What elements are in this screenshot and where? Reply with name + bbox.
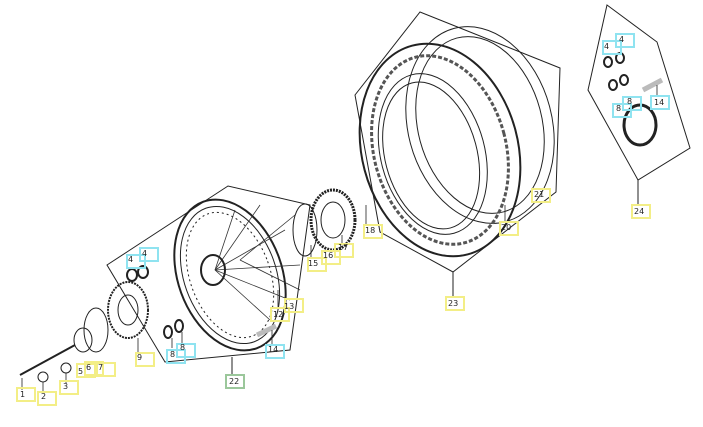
sprocket [309, 188, 357, 252]
callout-number: 17 [338, 243, 349, 252]
callout-box [615, 33, 635, 48]
callout-number: 8 [180, 343, 186, 352]
collar-2 [37, 371, 49, 383]
seal-8d [619, 74, 629, 86]
callout-number: 14 [268, 345, 279, 354]
spacer-14b [641, 77, 664, 93]
callout-number: 9 [137, 353, 143, 362]
callout-number: 8 [616, 104, 622, 113]
leader-lines [21, 85, 658, 392]
callout-number: 23 [448, 299, 459, 308]
callout-box [225, 374, 245, 389]
callout-number: 2 [41, 392, 47, 401]
rim-band [405, 26, 555, 224]
callout-number: 4 [142, 249, 148, 258]
callout-number: 6 [86, 363, 92, 372]
bearing-4a [126, 268, 138, 282]
bearing-4b [137, 265, 149, 279]
callout-number: 8 [627, 97, 633, 106]
callout-box [96, 362, 116, 377]
callout-box [284, 298, 304, 313]
callout-number: 22 [229, 377, 240, 386]
callout-box [16, 387, 36, 402]
callout-box [622, 96, 642, 111]
callout-box [445, 296, 465, 311]
callout-number: 4 [619, 35, 625, 44]
callout-box [650, 95, 670, 110]
sprocket-inner [320, 201, 346, 239]
callout-number: 1 [20, 390, 26, 399]
callout-number: 3 [63, 382, 69, 391]
bearing-4c [603, 56, 613, 68]
callout-box [631, 204, 651, 219]
callout-box [531, 188, 551, 203]
callout-number: 8 [170, 350, 176, 359]
callout-number: 13 [284, 302, 295, 311]
wheel-assembly-outline [106, 185, 311, 363]
tire [358, 42, 522, 258]
hub-assembly-outline [587, 4, 691, 181]
callout-number: 14 [654, 98, 665, 107]
callout-box [265, 344, 285, 359]
callout-box [135, 352, 155, 367]
spacer-14 [255, 323, 278, 338]
callout-number: 20 [501, 223, 512, 232]
tire-assembly-outline [354, 11, 561, 273]
brake-disc [107, 281, 149, 339]
callout-number: 18 [365, 226, 376, 235]
callout-box [59, 380, 79, 395]
seal-8c [608, 79, 618, 91]
callout-box [176, 343, 196, 358]
spoked-wheel [173, 198, 287, 352]
callout-number: 5 [78, 367, 84, 376]
spokes [214, 204, 301, 321]
callout-box [270, 307, 290, 322]
callout-box [84, 361, 104, 376]
callout-box [363, 224, 383, 239]
seal-8b [174, 319, 184, 333]
callout-number: 7 [98, 363, 104, 372]
callout-number: 15 [308, 259, 319, 268]
seal-8a [163, 325, 173, 339]
callout-number: 4 [128, 255, 134, 264]
axle [19, 344, 76, 376]
caliper-bracket [83, 307, 109, 353]
brake-disc-inner [117, 294, 139, 326]
sprocket-carrier [292, 203, 318, 257]
callout-number: 4 [604, 42, 610, 51]
callout-number: 24 [634, 207, 645, 216]
callout-box [76, 363, 96, 378]
callout-number: 21 [534, 190, 545, 199]
callout-number: 12 [273, 310, 284, 319]
callout-box [139, 247, 159, 262]
callout-number: 16 [323, 251, 334, 260]
callout-box [499, 221, 519, 236]
callout-box [37, 391, 57, 406]
wheel-hub [200, 254, 226, 286]
callout-box [334, 243, 354, 258]
spacer-plate [73, 327, 93, 353]
collar-3 [60, 362, 72, 374]
